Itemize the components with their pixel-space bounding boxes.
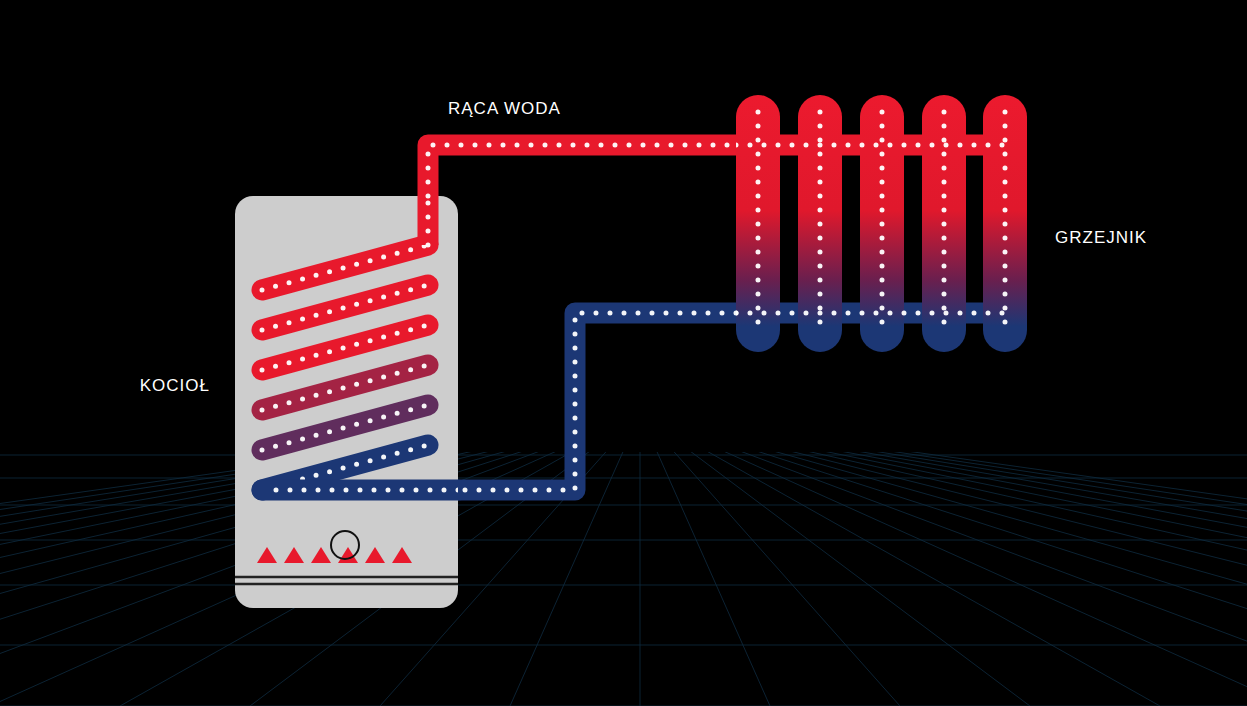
water-dots — [756, 112, 761, 335]
flame — [365, 547, 385, 563]
water-dots — [736, 311, 1005, 316]
grid-line — [0, 455, 1247, 456]
boiler: KOCIOŁ — [235, 196, 458, 608]
grid-line — [836, 445, 1247, 706]
boiler-body — [235, 196, 458, 608]
radiator-column — [860, 95, 904, 352]
hot-pipe — [418, 196, 439, 245]
flame — [311, 547, 331, 563]
radiator — [736, 95, 1027, 352]
grid-line — [738, 445, 1247, 706]
grid-line — [808, 445, 1247, 706]
grid-line — [0, 645, 1247, 646]
flame — [392, 547, 412, 563]
heating-coil — [262, 196, 458, 490]
radiator-column — [736, 95, 780, 352]
cold-pipe — [458, 313, 736, 490]
water-dots — [458, 313, 736, 490]
water-dots — [262, 488, 458, 493]
boiler-line — [235, 583, 458, 586]
grid-line — [696, 445, 1160, 706]
grid-line — [864, 445, 1247, 706]
grid-line — [850, 445, 1247, 706]
grid-line — [640, 445, 641, 706]
grid-line — [710, 445, 1247, 706]
grid-line — [752, 445, 1247, 706]
water-dots — [428, 145, 736, 196]
boiler-line — [235, 576, 458, 579]
water-dots — [880, 112, 885, 335]
grid-line — [654, 445, 770, 706]
grid-line — [668, 445, 900, 706]
grid-line — [682, 445, 1030, 706]
grid-line — [780, 445, 1247, 706]
hot-pipe — [428, 145, 736, 196]
grid-line — [822, 445, 1247, 706]
water-dots — [818, 112, 823, 335]
water-dots — [736, 143, 1005, 148]
cold-pipe — [262, 480, 458, 501]
grid-line — [766, 445, 1247, 706]
radiator: GRZEJNIK — [736, 95, 1027, 352]
pipe-label: RĄCA WODA — [445, 99, 564, 119]
part-label: GRZEJNIK — [1055, 228, 1147, 248]
part-label: KOCIOŁ — [140, 376, 210, 396]
grid-line — [0, 505, 1247, 506]
burner-circle — [331, 531, 359, 559]
water-dots — [942, 112, 947, 335]
flame — [284, 547, 304, 563]
water-dots — [1003, 112, 1008, 335]
flame — [257, 547, 277, 563]
grid-line — [794, 445, 1247, 706]
water-dots — [426, 196, 431, 245]
grid-line — [0, 585, 1247, 586]
grid-line — [0, 540, 1247, 541]
